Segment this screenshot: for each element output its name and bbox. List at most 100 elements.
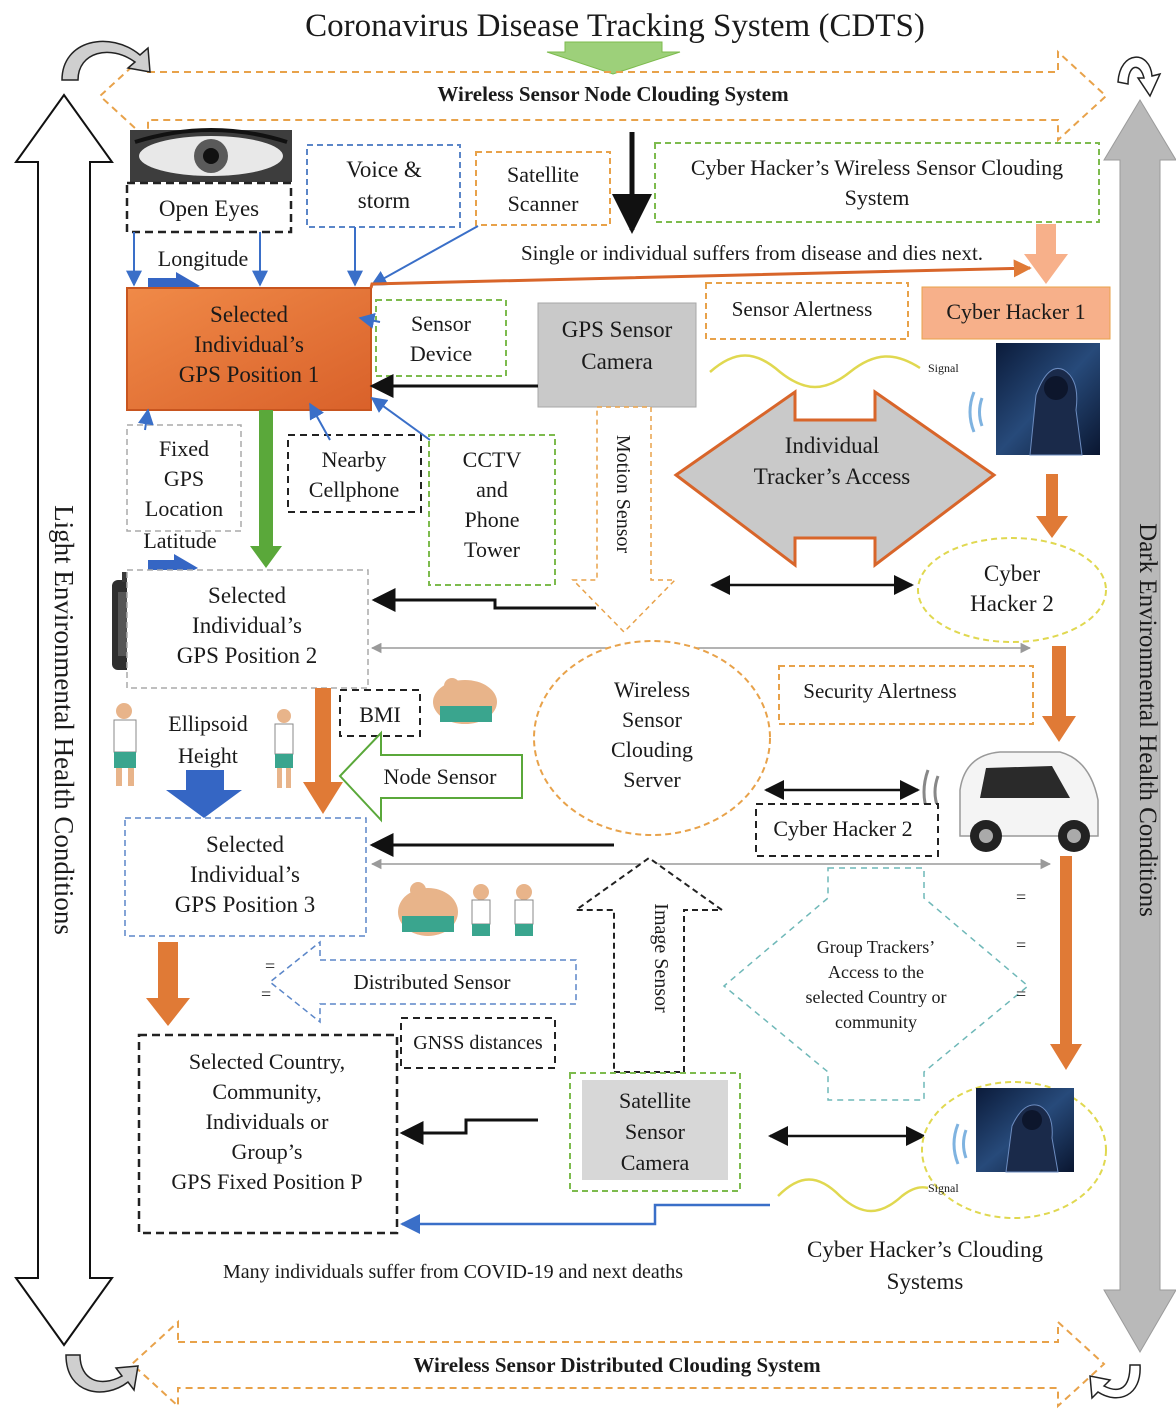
person-icon-right [274, 709, 294, 788]
bmi-box [339, 689, 421, 737]
gps-position-3-box [124, 817, 367, 937]
individual-tracker-access-line-1: Individual [785, 433, 880, 458]
sensor-device-line-1: Sensor [411, 311, 472, 336]
selected-country-line-5: GPS Fixed Position P [171, 1169, 362, 1194]
car-to-hacker-photo-arrow [1050, 856, 1082, 1070]
longitude-label: Longitude [158, 246, 248, 271]
gps-position-3-line-1: Selected [206, 832, 284, 857]
cyber-wireless-system-line-1: Cyber Hacker’s Wireless Sensor Clouding [691, 155, 1063, 180]
cyber-hacker-1-label: Cyber Hacker 1 [946, 299, 1085, 324]
sensor-alertness-label: Sensor Alertness [732, 297, 873, 321]
individual-tracker-access-shape [673, 389, 997, 569]
group-trackers-line-3: selected Country or [806, 987, 947, 1007]
fixed-gps-location-line-3: Location [145, 496, 223, 521]
satellite-camera-line-3: Camera [621, 1150, 690, 1175]
selected-country-box [137, 1033, 399, 1235]
individual-tracker-access-line-2: Tracker’s Access [754, 464, 911, 489]
ellipsoid-height-line-1: Ellipsoid [168, 711, 247, 736]
satellite-scanner-line-1: Satellite [507, 162, 579, 187]
cyber-clouding-systems-line-1: Cyber Hacker’s Clouding [807, 1237, 1043, 1262]
cctv-tower-line-2: and [476, 477, 508, 502]
gps-position-2-line-1: Selected [208, 583, 286, 608]
cctv-tower-line-1: CCTV [463, 447, 522, 472]
step-arrow-to-gps2 [371, 588, 596, 612]
gps-position-1-line-2: Individual’s [194, 332, 304, 357]
cctv-tower-line-3: Phone [465, 507, 520, 532]
curl-arrow-top-left [61, 40, 151, 81]
cctv-tower-box [428, 434, 556, 586]
single-individual-note: Single or individual suffers from diseas… [521, 241, 983, 265]
image-sensor-arrow [572, 856, 726, 1073]
left-side-arrow [14, 93, 114, 1347]
bmi-person-icon [433, 678, 497, 724]
wireless-server-line-4: Server [623, 767, 681, 792]
hacker1-down-arrow [1024, 224, 1068, 284]
signal-label-2: Signal [928, 1181, 959, 1195]
title-down-arrow [546, 41, 681, 75]
bottom-band-arrow [130, 1319, 1106, 1409]
gps-position-2-line-3: GPS Position 2 [177, 643, 318, 668]
car-photo [922, 751, 1099, 852]
node-sensor-label: Node Sensor [383, 764, 497, 789]
sensor-alertness-box [705, 282, 909, 340]
satellite-to-country-step-arrow [399, 1118, 538, 1145]
gps-sensor-camera-line-1: GPS Sensor [562, 317, 673, 342]
sensor-device-box [375, 299, 507, 377]
distributed-sensor-arrow [268, 940, 577, 1024]
wireless-server-line-1: Wireless [614, 677, 690, 702]
image-sensor-label: Image Sensor [650, 903, 672, 1013]
satellite-camera-box [582, 1080, 728, 1180]
cctv-tower-arrow [370, 397, 431, 441]
sensor-device-line-2: Device [410, 341, 472, 366]
hacker1-to-hacker2-arrow [1036, 474, 1068, 538]
latitude-label: Latitude [143, 528, 216, 553]
right-side-arrow [1103, 99, 1176, 1353]
eye-photo [130, 128, 292, 182]
satellite-scanner-line-2: Scanner [508, 191, 580, 216]
person-group-icons [398, 882, 534, 936]
cctv-tower-line-4: Tower [464, 537, 521, 562]
equals-right-1: = [1016, 887, 1026, 907]
distributed-sensor-label: Distributed Sensor [354, 970, 511, 994]
person-icon-left [113, 703, 137, 786]
satellite-scanner-box [475, 151, 611, 226]
security-alertness-box [778, 665, 1034, 725]
left-side-label: Light Environmental Health Conditions [49, 505, 79, 935]
bottom-band-label: Wireless Sensor Distributed Clouding Sys… [413, 1353, 821, 1377]
nearby-cellphone-box [287, 434, 422, 513]
group-trackers-line-1: Group Trackers’ [817, 937, 936, 957]
sensor-device-arrow [358, 312, 381, 329]
signal-wave-2 [777, 1178, 929, 1213]
equals-right-3: = [1016, 984, 1026, 1004]
many-individuals-note: Many individuals suffer from COVID-19 an… [223, 1261, 683, 1283]
gps-position-3-line-3: GPS Position 3 [175, 892, 316, 917]
satellite-camera-line-2: Sensor [625, 1119, 686, 1144]
nearby-cellphone-arrow [309, 402, 331, 441]
cyber-clouding-systems-line-2: Systems [887, 1269, 964, 1294]
fixed-gps-location-line-2: GPS [164, 466, 204, 491]
top-band-arrow [98, 49, 1108, 143]
cyber-wireless-system-box [654, 142, 1100, 223]
cyber-hacker-2-oval-line-1: Cyber [984, 561, 1041, 586]
curl-arrow-bottom-right [1089, 1364, 1141, 1400]
fixed-gps-arrow [137, 408, 154, 431]
group-trackers-line-4: community [835, 1012, 917, 1032]
selected-country-line-4: Group’s [232, 1139, 303, 1164]
gps-position-2-box [126, 569, 369, 689]
right-side-label: Dark Environmental Health Conditions [1134, 523, 1161, 917]
gps-position-1-box [126, 287, 372, 411]
gps-position-3-line-2: Individual’s [190, 862, 300, 887]
cyber-hacker-2-box-label: Cyber Hacker 2 [773, 816, 912, 841]
top-band-label: Wireless Sensor Node Clouding System [437, 82, 789, 106]
hacker-photo-1 [968, 343, 1100, 456]
signal-wave-1 [709, 354, 921, 389]
cyber-hacker-2-oval [917, 537, 1107, 643]
equals-left-2: = [261, 984, 271, 1004]
curl-arrow-top-right [1117, 56, 1162, 98]
blue-arrow-satellite [370, 225, 479, 286]
gps-sensor-camera-line-2: Camera [581, 349, 653, 374]
gps1-to-gps2-green-arrow [250, 410, 282, 568]
gps-position-1-line-1: Selected [210, 302, 288, 327]
gps2-to-gps3-arrow [303, 688, 343, 814]
voice-storm-line-2: storm [358, 188, 411, 213]
